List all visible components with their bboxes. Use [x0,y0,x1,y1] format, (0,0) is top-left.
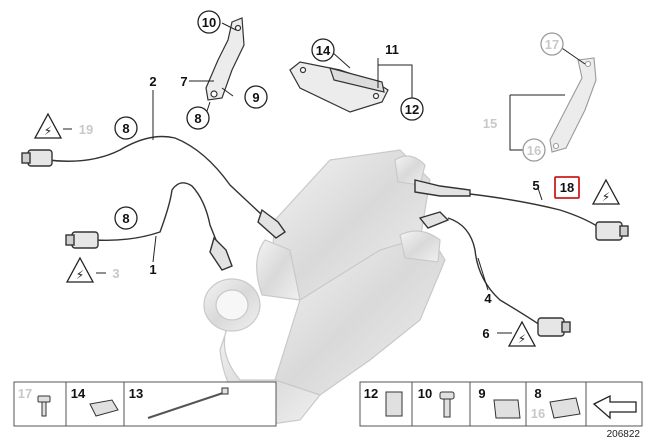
sensor-5-cable [469,193,601,229]
clip-nut-icon [385,391,403,417]
warning-3: ⚡ 3 [65,256,120,283]
svg-text:13: 13 [129,386,143,401]
svg-text:⚡: ⚡ [44,124,52,138]
callout-8-top: 8 [186,106,210,130]
svg-text:16: 16 [527,143,541,158]
sensor-4-cable [447,217,541,326]
svg-text:19: 19 [79,122,93,137]
bracket-top-left [205,17,245,101]
image-number: 206822 [607,429,641,440]
svg-text:8: 8 [534,386,541,401]
svg-text:2: 2 [149,74,156,89]
svg-text:18: 18 [560,180,574,195]
svg-text:8: 8 [122,121,129,136]
sensor-2-probe [257,208,286,239]
bracket-top-right [549,57,597,153]
legend-left: 17 14 13 [13,381,277,427]
sensor-2-cable [47,135,263,216]
svg-text:16: 16 [531,406,545,421]
svg-text:⚡: ⚡ [602,190,610,204]
converter-pipe-upper [256,239,301,301]
svg-text:9: 9 [478,386,485,401]
callout-18-highlighted: 18 ⚡ [554,176,621,205]
legend-item-14: 14 [71,386,119,417]
svg-text:8: 8 [122,211,129,226]
electrical-warning-icon [33,112,63,139]
sensor-1-probe [209,236,233,271]
callout-11: 11 [385,42,399,57]
svg-text:17: 17 [545,37,559,52]
sensor-2-connector [27,149,53,167]
svg-text:5: 5 [532,178,539,193]
callout-8-mid: 8 [114,206,138,230]
svg-text:12: 12 [405,102,419,117]
callout-2: 2 [149,74,156,89]
cable-holder-icon [549,397,581,419]
electrical-warning-icon [591,178,621,205]
oxygen-sensor-1 [65,182,233,271]
sensor-1-cable [94,182,221,251]
screw-icon [439,391,455,418]
callout-9-top: 9 [244,85,268,109]
svg-text:⚡: ⚡ [76,268,84,282]
cable-tie-icon [147,391,227,419]
callout-12-top: 12 [400,97,424,121]
callout-10-top: 10 [197,10,221,34]
callout-7: 7 [180,74,187,89]
sensor-4-probe [418,211,450,229]
callout-8-left: 8 [114,116,138,140]
svg-text:11: 11 [385,42,399,57]
sensor-5-probe [414,179,471,197]
svg-text:10: 10 [418,386,432,401]
warning-6: 6 ⚡ [482,320,537,347]
svg-text:4: 4 [484,291,492,306]
svg-text:6: 6 [482,326,489,341]
callout-15: 15 [483,116,497,131]
callout-5: 5 [532,178,539,193]
legend-item-17: 17 [18,386,51,417]
oxygen-sensor-5 [414,179,629,241]
clip-icon [493,399,521,419]
callout-16-top: 16 [522,138,546,162]
legend-item-9: 9 [478,386,521,419]
callout-4: 4 [484,291,492,306]
warning-19: ⚡ 19 [33,112,93,139]
legend-right: 12 10 9 8 16 [359,381,643,427]
sensor-5-connector [595,221,623,241]
svg-text:15: 15 [483,116,497,131]
bolt-icon [37,395,51,417]
electrical-warning-icon [507,320,537,347]
inlet-flange-lower [399,230,441,263]
oxygen-sensor-4 [418,211,571,337]
catalytic-converter-assembly [203,149,446,426]
oxygen-sensor-2 [21,135,286,239]
callout-14-top: 14 [311,38,335,62]
callout-17-top: 17 [540,32,564,56]
svg-text:8: 8 [194,111,201,126]
svg-text:9: 9 [252,90,259,105]
svg-text:10: 10 [202,15,216,30]
front-direction-icon [592,394,637,420]
svg-text:⚡: ⚡ [518,332,526,346]
legend-item-8: 8 16 [531,386,581,421]
svg-text:17: 17 [18,386,32,401]
svg-text:12: 12 [364,386,378,401]
svg-text:7: 7 [180,74,187,89]
callout-1: 1 [149,262,156,277]
legend-item-10: 10 [418,386,455,418]
svg-text:1: 1 [149,262,156,277]
bracket-top-center [289,61,389,113]
legend-item-12: 12 [364,386,403,417]
sensor-4-connector [537,317,565,337]
hose-clamp-icon [89,399,119,417]
svg-text:14: 14 [71,386,86,401]
outlet-flange-inner [215,289,249,321]
legend-item-13: 13 [129,386,229,419]
svg-text:14: 14 [316,43,331,58]
sensor-1-connector [71,231,99,249]
svg-text:3: 3 [112,266,119,281]
electrical-warning-icon [65,256,95,283]
